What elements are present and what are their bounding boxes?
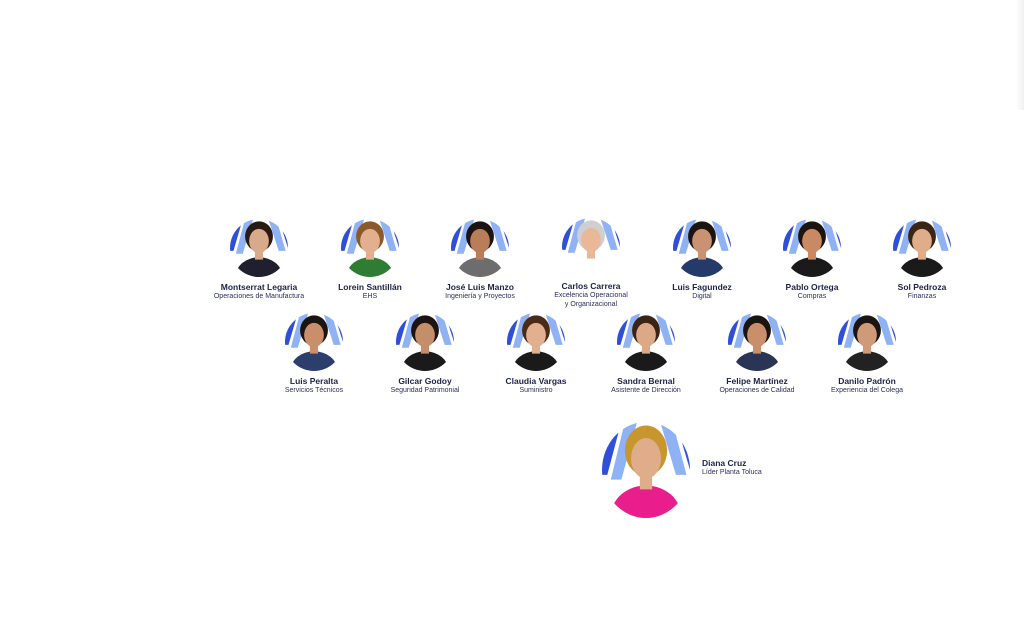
- member-role: Compras: [797, 293, 827, 300]
- member-photo: [396, 313, 454, 371]
- leader-card: Diana Cruz Líder Planta Toluca: [602, 422, 822, 518]
- member-name: Carlos Carrera: [561, 281, 621, 291]
- member-role: Seguridad Patrimonial: [390, 387, 460, 394]
- member-photo: [507, 313, 565, 371]
- member-name: Luis Fagundez: [672, 282, 732, 292]
- leader-role: Líder Planta Toluca: [702, 469, 762, 476]
- member-name: Felipe Martínez: [726, 376, 788, 386]
- member-name: Claudia Vargas: [505, 376, 567, 386]
- member-role: Operaciones de Manufactura: [213, 293, 305, 300]
- member-photo: [285, 313, 343, 371]
- member-name: Lorein Santillán: [338, 282, 402, 292]
- member-photo: [230, 219, 288, 277]
- member-role: Asistente de Dirección: [611, 387, 681, 394]
- page-edge-shadow: [1016, 0, 1024, 110]
- member-photo: [451, 219, 509, 277]
- member-role: Digital: [692, 293, 712, 300]
- member-role: Servicios Técnicos: [284, 387, 344, 394]
- member-name: Montserrat Legaria: [220, 282, 298, 292]
- member-photo: [673, 219, 731, 277]
- member-role: Experiencia del Colega: [831, 387, 903, 394]
- member-role: Operaciones de Calidad: [719, 387, 795, 394]
- member-role: Ingeniería y Proyectos: [445, 293, 515, 300]
- member-name: Danilo Padrón: [838, 376, 896, 386]
- leader-name: Diana Cruz: [702, 458, 747, 468]
- leader-photo: [602, 422, 690, 518]
- member-name: Gilcar Godoy: [398, 376, 452, 386]
- member-name: Sandra Bernal: [617, 376, 675, 386]
- member-photo: [341, 219, 399, 277]
- member-photo: [893, 219, 951, 277]
- member-role: Excelencia Operacional y Organizacional: [554, 292, 628, 308]
- member-role: EHS: [362, 293, 378, 300]
- member-role: Finanzas: [907, 293, 937, 300]
- member-name: José Luis Manzo: [445, 282, 514, 292]
- member-photo: [617, 313, 675, 371]
- member-name: Sol Pedroza: [897, 282, 947, 292]
- member-photo: [838, 313, 896, 371]
- member-photo: [783, 219, 841, 277]
- member-name: Luis Peralta: [289, 376, 339, 386]
- member-name: Pablo Ortega: [785, 282, 839, 292]
- member-role: Suministro: [519, 387, 553, 394]
- member-photo: [562, 218, 620, 276]
- member-photo: [728, 313, 786, 371]
